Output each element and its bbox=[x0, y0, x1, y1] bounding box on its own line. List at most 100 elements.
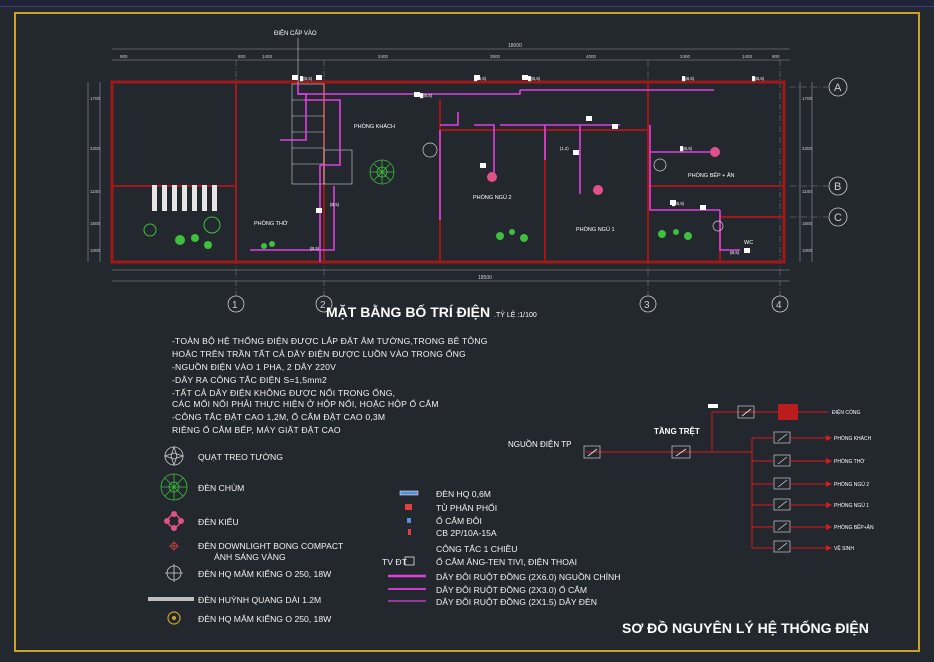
room-worship: PHÒNG THỜ bbox=[254, 220, 288, 227]
dim-text: 1100 bbox=[802, 189, 812, 194]
dim-text: 1700 bbox=[802, 96, 813, 101]
grid-label: 2 bbox=[320, 300, 326, 311]
gate-distribution-box bbox=[778, 404, 798, 420]
meter-box bbox=[708, 404, 718, 408]
dim-text: 2400 bbox=[680, 54, 691, 59]
note-line: -TOÀN BỘ HỆ THỐNG ĐIỆN ĐƯỢC LẮP ĐẶT ÂM T… bbox=[172, 336, 488, 346]
branch-label: VỆ SINH bbox=[834, 544, 854, 552]
legend-label: ĐÈN HQ MÂM KIẾNG O 250, 18W bbox=[198, 614, 332, 624]
breaker-gate bbox=[737, 405, 755, 419]
branch-label: PHÒNG BẾP+ĂN bbox=[834, 524, 874, 531]
note-line: -CÔNG TẮC ĐẶT CAO 1,2M, Ổ CẮM ĐẶT CAO 0,… bbox=[172, 412, 386, 422]
grid-bubble-4: 4 bbox=[771, 295, 789, 313]
plan-title: MẶT BẰNG BỐ TRÍ ĐIỆN .TỶ LỆ :1/100 bbox=[326, 304, 537, 320]
wiring bbox=[250, 84, 740, 262]
dim-text: 2400 bbox=[378, 54, 389, 59]
power-source-label: NGUỒN ĐIỆN TP bbox=[508, 439, 571, 449]
legend-label: ĐÈN HUỲNH QUANG DÀI 1.2M bbox=[198, 595, 322, 605]
breaker-main bbox=[583, 445, 601, 459]
fixture-tags: █(B,5) █(B,5) █(B,5) █(B,5) █(B,5) █(B,5) █… bbox=[300, 76, 765, 255]
dim-text: 1700 bbox=[90, 96, 101, 101]
note-line: -NGUỒN ĐIỆN VÀO 1 PHA, 2 DÂY 220V bbox=[172, 362, 337, 372]
grid-label: 4 bbox=[776, 300, 782, 311]
svg-text:█(B,5): █(B,5) bbox=[420, 93, 433, 99]
dim-text: 2200 bbox=[90, 146, 101, 151]
svg-text:█(B,5): █(B,5) bbox=[682, 76, 695, 82]
plants bbox=[143, 216, 692, 249]
legend-label: TỦ PHÂN PHỐI bbox=[436, 503, 498, 513]
drawing-frame bbox=[14, 12, 920, 652]
legend-label: ĐÈN DOWNLIGHT BONG COMPACT bbox=[198, 541, 344, 551]
dim-text: 1000 bbox=[802, 248, 813, 253]
grid-bubble-3: 3 bbox=[639, 295, 657, 313]
dim-text: 800 bbox=[238, 54, 246, 59]
legend-label: Ổ CẮM ĂNG-TEN TIVI, ĐIỆN THOẠI bbox=[436, 557, 578, 567]
branch-lines bbox=[752, 437, 826, 549]
legend-label: DÂY ĐÔI RUỘT ĐỒNG (2X6.0) NGUỒN CHÍNH bbox=[436, 572, 621, 582]
room-bedroom2: PHÒNG NGỦ 2 bbox=[473, 194, 512, 201]
grid-label: A bbox=[834, 82, 842, 94]
svg-text:█(B,5): █(B,5) bbox=[672, 201, 685, 207]
legend-label: ĐÈN HQ MÂM KIẾNG O 250, 18W bbox=[198, 569, 332, 579]
svg-text:(1,2): (1,2) bbox=[560, 146, 569, 151]
chandelier-icon bbox=[369, 159, 395, 185]
overall-dimension-top: 18000 bbox=[508, 43, 522, 49]
branch-label: PHÒNG KHÁCH bbox=[834, 435, 872, 442]
svg-text:(B,5): (B,5) bbox=[330, 202, 340, 207]
branch-breakers bbox=[773, 431, 791, 553]
grid-bubble-B: B bbox=[828, 176, 848, 196]
branch-label: PHÒNG NGỦ 1 bbox=[834, 502, 869, 509]
svg-text:█(B,5): █(B,5) bbox=[528, 76, 541, 82]
svg-text:(B,5): (B,5) bbox=[310, 246, 320, 251]
room-living: PHÒNG KHÁCH bbox=[354, 123, 395, 130]
dimension-lines bbox=[87, 48, 813, 282]
right-dimension-texts: 1700 2200 1100 1500 1000 bbox=[802, 96, 813, 253]
power-entry-label: ĐIỆN CẤP VÀO bbox=[274, 29, 317, 37]
dim-text: 1500 bbox=[90, 221, 101, 226]
gate-branch-label: ĐIỆN CỔNG bbox=[832, 408, 860, 416]
legend-label: DÂY ĐÔI RUỘT ĐỒNG (2X1.5) DÂY ĐÈN bbox=[436, 597, 597, 607]
legend-label: CB 2P/10A-15A bbox=[436, 528, 497, 538]
dim-text: 1100 bbox=[90, 189, 100, 194]
grid-label: B bbox=[834, 181, 841, 193]
svg-text:█(B,5): █(B,5) bbox=[300, 76, 313, 82]
plan-title-text: MẶT BẰNG BỐ TRÍ ĐIỆN bbox=[326, 304, 491, 320]
room-wc: WC bbox=[744, 240, 753, 246]
legend-label: ĐÈN CHÙM bbox=[198, 483, 245, 493]
svg-text:█(B,5): █(B,5) bbox=[752, 76, 765, 82]
dim-text: 900 bbox=[772, 54, 780, 59]
dim-text: 1500 bbox=[802, 221, 813, 226]
note-line: RIÊNG Ổ CẮM BẾP, MÁY GIẶT ĐẶT CAO bbox=[172, 425, 341, 435]
svg-text:(B,5): (B,5) bbox=[730, 250, 740, 255]
legend-label: DÂY ĐÔI RUỘT ĐỒNG (2X3.0) Ổ CẮM bbox=[436, 585, 588, 595]
grid-label: 1 bbox=[232, 300, 238, 311]
dim-text: 3500 bbox=[490, 54, 501, 59]
legend-label: ÁNH SÁNG VÀNG bbox=[214, 552, 286, 562]
legend-label: Ổ CẮM ĐÔI bbox=[436, 516, 482, 526]
dim-text: 1000 bbox=[90, 248, 101, 253]
grid-label: 3 bbox=[644, 300, 650, 311]
branch-arrows bbox=[826, 435, 832, 551]
plan-scale: .TỶ LỆ :1/100 bbox=[494, 312, 537, 319]
room-kitchen: PHÒNG BẾP + ĂN bbox=[688, 172, 735, 179]
branch-label: PHÒNG NGỦ 2 bbox=[834, 481, 869, 488]
grid-bubble-A: A bbox=[828, 77, 848, 97]
dim-text: 900 bbox=[120, 54, 128, 59]
dim-text: 4000 bbox=[586, 54, 597, 59]
fixtures bbox=[292, 75, 750, 253]
note-line: HOẶC TRÊN TRẦN TẤT CẢ DÂY ĐIỆN ĐƯỢC LUỒN… bbox=[172, 349, 466, 359]
top-toolbar-strip bbox=[0, 0, 934, 7]
dim-text: 1400 bbox=[262, 54, 273, 59]
svg-text:█(B,5): █(B,5) bbox=[680, 146, 693, 152]
grid-bubble-C: C bbox=[828, 207, 848, 227]
note-line: -TẤT CẢ DÂY ĐIỆN KHÔNG ĐƯỢC NỐI TRONG ỐN… bbox=[172, 388, 396, 398]
breaker-floor bbox=[671, 445, 691, 459]
room-bedroom1: PHÒNG NGỦ 1 bbox=[576, 226, 615, 233]
grid-bubble-2: 2 bbox=[315, 295, 333, 313]
overall-dimension-bottom: 18500 bbox=[478, 275, 492, 281]
legend-label: ĐÈN HQ 0,6M bbox=[436, 489, 491, 499]
left-dimension-texts: 1700 2200 1100 1500 1000 bbox=[90, 96, 101, 253]
note-line: -DÂY RA CÔNG TẮC ĐIỆN S=1,5mm2 bbox=[172, 375, 327, 385]
